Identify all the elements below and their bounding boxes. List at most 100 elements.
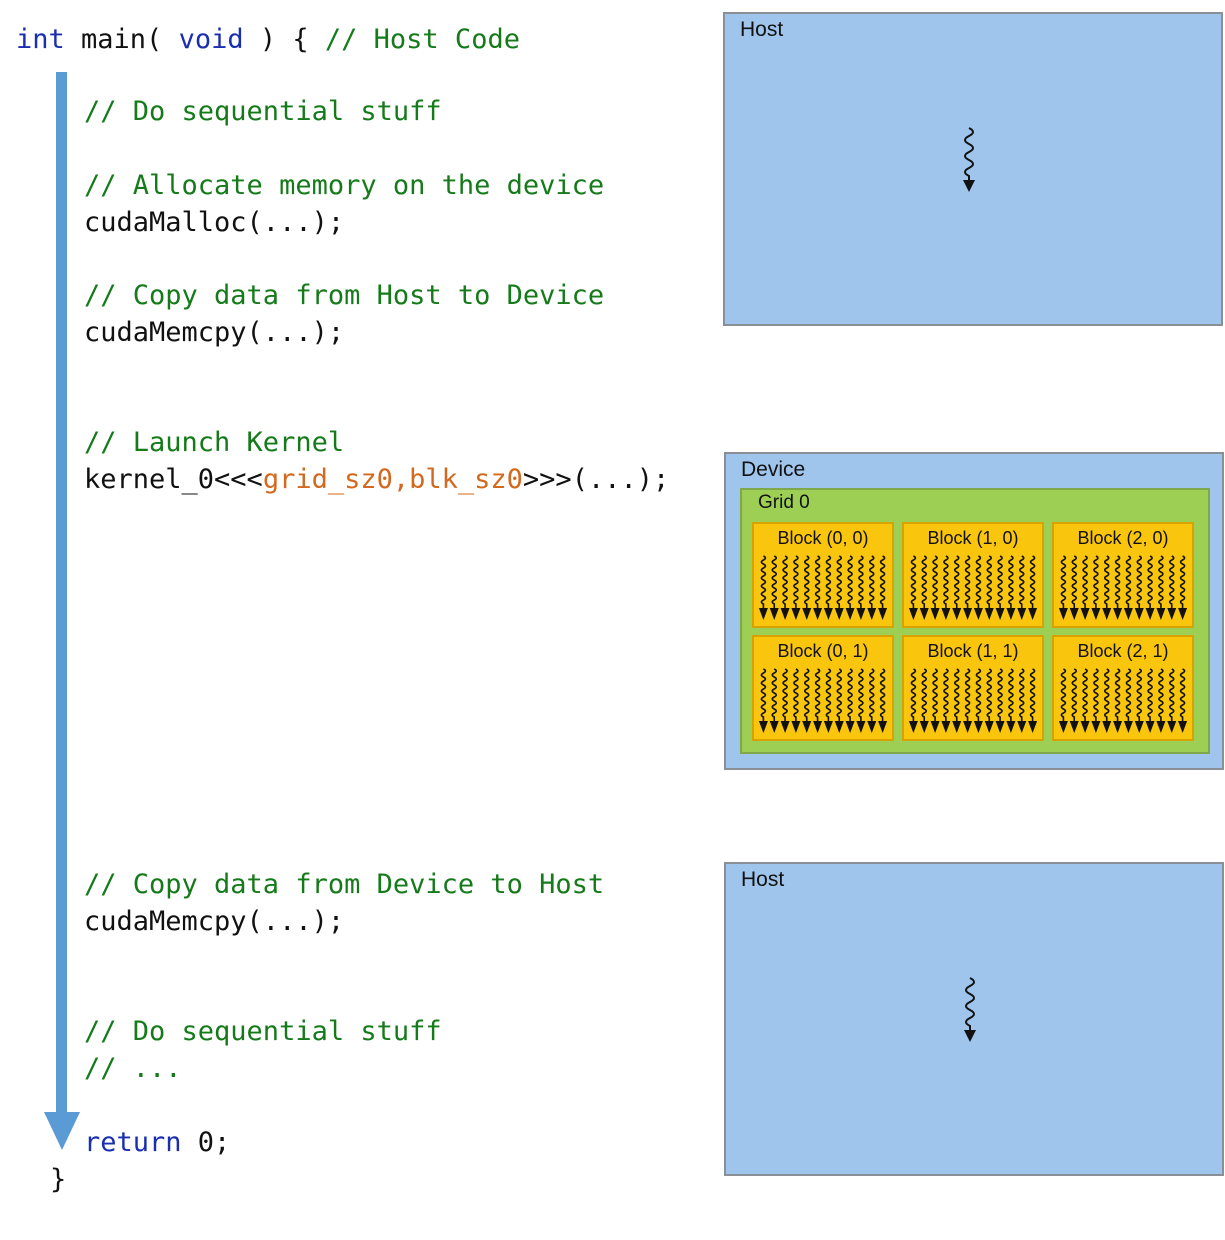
thread-arrowhead	[973, 608, 983, 620]
thread-arrowhead	[769, 608, 779, 620]
block-label: Block (2, 1)	[1077, 641, 1169, 661]
thread-arrowhead	[930, 608, 940, 620]
thread-squiggle	[1093, 668, 1099, 723]
thread-squiggle	[1136, 668, 1143, 723]
comment-copy-device-to-host: // Copy data from Device to Host	[84, 869, 605, 900]
thread-arrowhead	[941, 721, 951, 733]
thread-squiggle	[1168, 668, 1175, 723]
thread-arrowhead	[1123, 608, 1133, 620]
comment-launch-kernel: // Launch Kernel	[84, 427, 345, 458]
thread-arrowhead	[1178, 608, 1188, 620]
thread-squiggle	[932, 668, 938, 723]
thread-arrowhead	[1028, 721, 1038, 733]
keyword-void: void	[178, 24, 244, 55]
thread-squiggle	[782, 555, 788, 610]
thread-squiggle	[953, 668, 960, 723]
block-2-1: Block (2, 1)	[1052, 635, 1194, 741]
thread-arrowhead	[1102, 608, 1112, 620]
thread-arrowhead	[919, 608, 929, 620]
code-main-signature: main(	[64, 24, 179, 55]
thread-squiggle	[943, 555, 949, 610]
thread-squiggle	[814, 555, 821, 610]
host-panel-top: Host	[723, 12, 1223, 326]
thread-arrowhead	[930, 721, 940, 733]
code-main-open: ) {	[243, 24, 325, 55]
code-arg-comma: ,	[392, 464, 410, 495]
thread-squiggle	[793, 668, 799, 723]
thread-squiggle	[1179, 668, 1186, 723]
thread-squiggle	[1103, 668, 1110, 723]
thread-arrowhead	[1058, 608, 1068, 620]
thread-squiggle	[1168, 555, 1175, 610]
thread-arrowhead	[780, 608, 790, 620]
thread-arrowhead	[941, 608, 951, 620]
thread-squiggle	[943, 668, 949, 723]
keyword-int: int	[16, 24, 65, 55]
host-thread-arrow-icon	[964, 977, 976, 1042]
thread-arrowhead	[758, 721, 768, 733]
thread-arrowhead	[1080, 608, 1090, 620]
thread-squiggle	[997, 555, 1003, 610]
thread-arrowhead	[878, 608, 888, 620]
thread-squiggle	[825, 668, 832, 723]
thread-warp-icon	[1058, 668, 1188, 733]
thread-squiggle	[1125, 668, 1132, 723]
thread-arrowhead	[995, 721, 1005, 733]
thread-squiggle	[1179, 555, 1186, 610]
thread-arrowhead	[1102, 721, 1112, 733]
grid-label: Grid 0	[758, 492, 810, 513]
block-1-0: Block (1, 0)	[902, 522, 1044, 628]
thread-arrowhead	[1113, 608, 1123, 620]
thread-squiggle	[847, 555, 853, 610]
code-return: return 0;	[84, 1124, 230, 1161]
thread-squiggle	[1018, 555, 1025, 610]
thread-squiggle	[1093, 555, 1099, 610]
thread-arrowhead	[823, 721, 833, 733]
thread-warp-icon	[758, 555, 888, 620]
thread-squiggle	[1018, 668, 1025, 723]
thread-arrowhead	[952, 608, 962, 620]
comment-allocate: // Allocate memory on the device	[84, 170, 605, 201]
code-listing: int main( void ) { // Host Code // Do se…	[0, 0, 669, 1195]
block-0-0: Block (0, 0)	[752, 522, 894, 628]
thread-arrowhead	[758, 608, 768, 620]
thread-arrowhead	[867, 721, 877, 733]
thread-arrowhead	[984, 608, 994, 620]
thread-arrowhead	[780, 721, 790, 733]
thread-squiggle	[1147, 555, 1153, 610]
thread-arrowhead	[1156, 608, 1166, 620]
block-0-1: Block (0, 1)	[752, 635, 894, 741]
thread-arrowhead	[1134, 608, 1144, 620]
thread-squiggle	[1103, 555, 1110, 610]
thread-squiggle	[814, 668, 821, 723]
thread-arrowhead	[1028, 608, 1038, 620]
thread-squiggle	[986, 555, 993, 610]
thread-arrowhead	[823, 608, 833, 620]
thread-squiggle	[858, 668, 864, 723]
code-kernel-name: kernel_0<<<	[84, 464, 263, 495]
thread-arrowhead	[845, 721, 855, 733]
thread-squiggle	[997, 668, 1003, 723]
block-label: Block (1, 0)	[927, 528, 1019, 548]
block-2-0: Block (2, 0)	[1052, 522, 1194, 628]
code-cuda-malloc: cudaMalloc(...);	[84, 207, 345, 238]
thread-squiggle	[803, 668, 810, 723]
host-thread-arrow-icon	[963, 127, 975, 192]
block-label: Block (0, 1)	[777, 641, 869, 661]
thread-arrowhead	[813, 608, 823, 620]
thread-squiggle	[1125, 555, 1132, 610]
thread-arrowhead	[856, 721, 866, 733]
thread-arrowhead	[1145, 721, 1155, 733]
thread-arrowhead	[1091, 721, 1101, 733]
thread-arrowhead	[1123, 721, 1133, 733]
thread-squiggle	[1008, 668, 1014, 723]
thread-arrowhead	[1156, 721, 1166, 733]
comment-host-code: // Host Code	[324, 24, 520, 55]
thread-warp-icon	[758, 668, 888, 733]
thread-squiggle	[825, 555, 832, 610]
thread-arrowhead	[867, 608, 877, 620]
thread-squiggle	[910, 555, 917, 610]
grid-0: Grid 0 Block (0, 0) Block (1, 0) Block (…	[740, 488, 1210, 754]
thread-arrowhead	[984, 721, 994, 733]
code-kernel-launch: kernel_0<<<grid_sz0,blk_sz0>>>(...);	[84, 461, 669, 498]
